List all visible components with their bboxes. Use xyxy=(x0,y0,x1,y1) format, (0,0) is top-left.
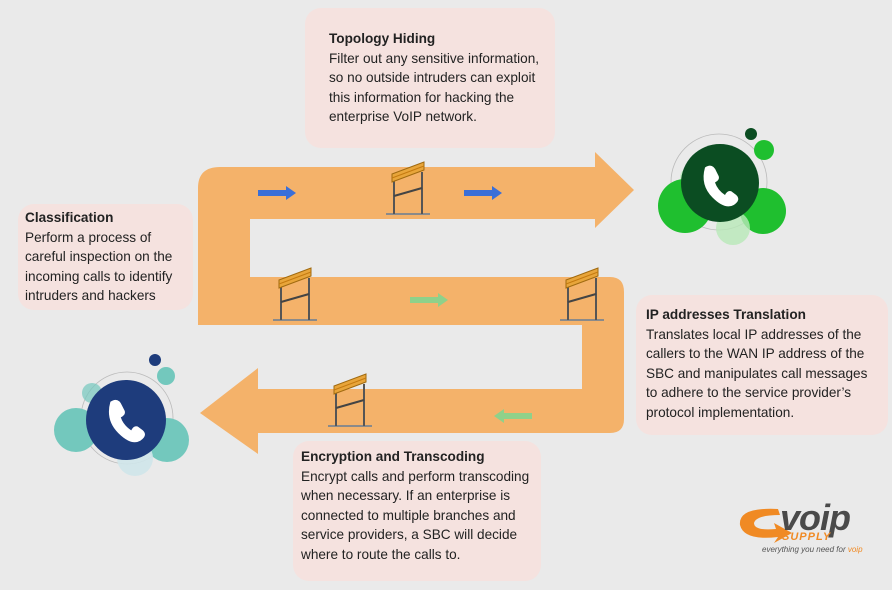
encryption-body: Encrypt calls and perform transcoding wh… xyxy=(301,468,530,562)
encryption-title: Encryption and Transcoding xyxy=(301,449,485,464)
classification-box: Classification Perform a process of care… xyxy=(18,204,193,310)
topology-hiding-title: Topology Hiding xyxy=(329,31,436,46)
blue-arrow-icon xyxy=(258,186,296,200)
green-arrow-icon xyxy=(494,409,532,423)
classification-title: Classification xyxy=(25,210,114,225)
logo-tagline-brand: voip xyxy=(847,545,863,554)
ip-translation-title: IP addresses Translation xyxy=(646,307,806,322)
green-phone-group xyxy=(658,128,786,245)
encryption-box: Encryption and Transcoding Encrypt calls… xyxy=(293,441,541,581)
logo-supply: SUPPLY xyxy=(782,531,832,543)
logo-tagline-prefix: everything you need for xyxy=(762,545,848,554)
topology-hiding-body: Filter out any sensitive information, so… xyxy=(329,50,540,125)
phone-icon xyxy=(703,165,739,207)
logo-word: voip xyxy=(780,497,851,538)
blue-arrow-icon xyxy=(464,186,502,200)
ip-translation-body: Translates local IP addresses of the cal… xyxy=(646,326,868,420)
ip-translation-box: IP addresses Translation Translates loca… xyxy=(636,295,888,435)
topology-hiding-box: Topology Hiding Filter out any sensitive… xyxy=(305,8,555,148)
logo-swoosh xyxy=(739,508,792,543)
blue-phone-group xyxy=(54,354,189,476)
phone-icon xyxy=(108,399,145,443)
green-arrow-icon xyxy=(410,293,448,307)
logo-tagline: everything you need for voip xyxy=(762,545,863,554)
voip-supply-logo: voip SUPPLY everything you need for voip xyxy=(738,497,878,559)
classification-body: Perform a process of careful inspection … xyxy=(25,229,173,304)
